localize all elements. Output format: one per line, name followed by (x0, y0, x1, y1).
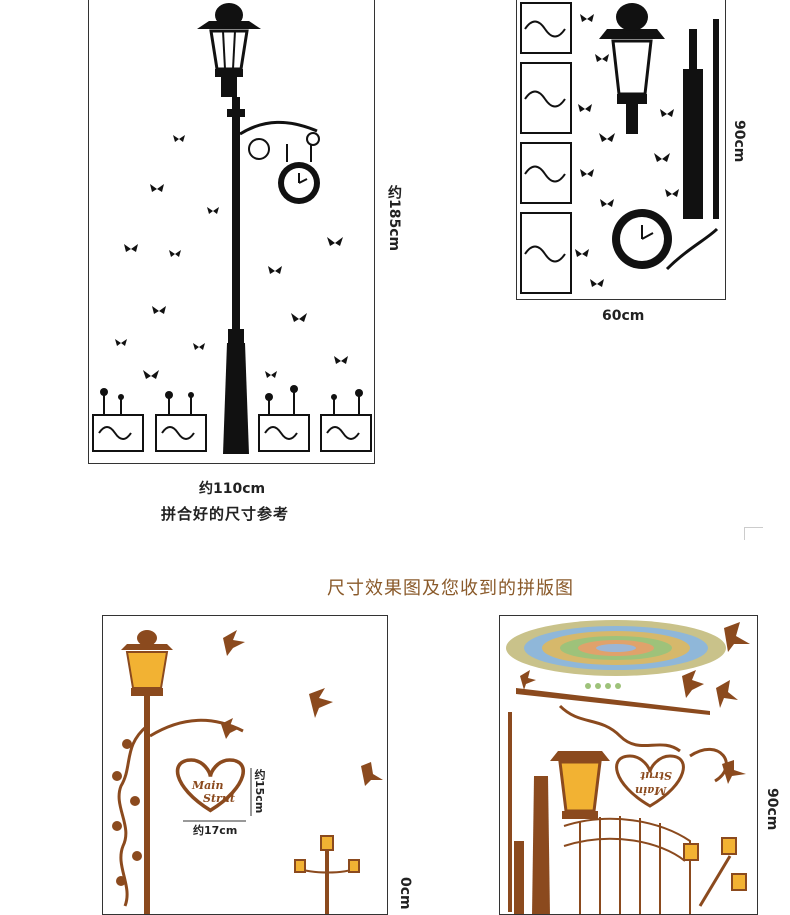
sign-line2: Strut (640, 769, 672, 782)
height-label: 约185cm (386, 185, 402, 252)
sign-line1: Main (635, 784, 667, 797)
street-lamp-silhouette (92, 3, 372, 454)
sticker-sheet-panel (516, 0, 726, 300)
size-reference-caption: 拼合好的尺寸参考 (161, 505, 290, 523)
width-label: 60cm (602, 308, 645, 324)
assembled-preview-panel (88, 0, 375, 464)
decorative-mark (744, 527, 763, 540)
sign-line1: Main (192, 779, 224, 792)
lamp-glow (125, 651, 169, 689)
height-label: 0cm (397, 877, 413, 910)
height-label: 90cm (731, 120, 747, 163)
sign-width-label: 约17cm (193, 824, 238, 837)
brown-lamp-illustration (112, 630, 383, 914)
width-label: 约110cm (199, 481, 266, 497)
section-title: 尺寸效果图及您收到的拼版图 (327, 578, 574, 599)
sign-height-label: 约15cm (253, 769, 266, 814)
height-label: 90cm (764, 788, 780, 831)
lamp-glow (558, 760, 602, 813)
brown-sticker-sheet-illustration (506, 620, 750, 914)
sign-line2: Strut (203, 792, 235, 805)
sticker-sheet-silhouettes (520, 2, 719, 294)
brown-sticker-sheet-panel: Main Strut (499, 615, 758, 915)
brown-lamp-preview-panel: Main Strut 约15cm 约17cm (102, 615, 388, 915)
